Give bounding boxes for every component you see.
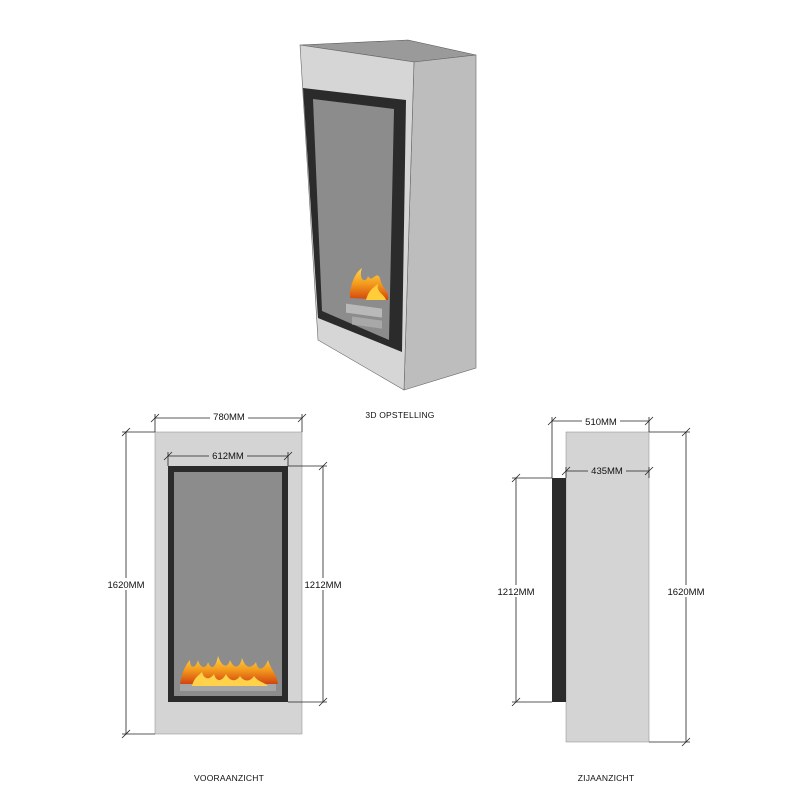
iso-side-face [403, 54, 477, 391]
side-outer-depth-label: 510MM [585, 417, 617, 428]
iso-flame [350, 268, 389, 300]
iso-caption: 3D OPSTELLING [365, 410, 434, 420]
front-flame [180, 656, 278, 686]
side-glass-height-label: 1212MM [498, 587, 535, 598]
side-body [565, 431, 650, 743]
front-inner-height-label: 1212MM [305, 580, 342, 591]
front-inner-width-label: 612MM [212, 451, 244, 462]
front-glass [174, 472, 282, 696]
side-inner-depth-label: 435MM [591, 466, 623, 477]
side-frame [552, 478, 566, 702]
front-view: 780MM 612MM 1620MM 1212MM VOORAANZICHT [104, 410, 343, 783]
front-outer-width-label: 780MM [213, 412, 245, 423]
iso-logs [346, 303, 382, 329]
side-outer-height-label: 1620MM [668, 587, 705, 598]
iso-glass [313, 99, 394, 340]
front-outer-height-label: 1620MM [108, 580, 145, 591]
front-caption: VOORAANZICHT [194, 773, 264, 783]
side-view: 510MM 435MM 1212MM 1620MM ZIJAANZICHT [494, 415, 708, 783]
side-caption: ZIJAANZICHT [578, 773, 635, 783]
iso-view: 3D OPSTELLING [299, 39, 477, 420]
